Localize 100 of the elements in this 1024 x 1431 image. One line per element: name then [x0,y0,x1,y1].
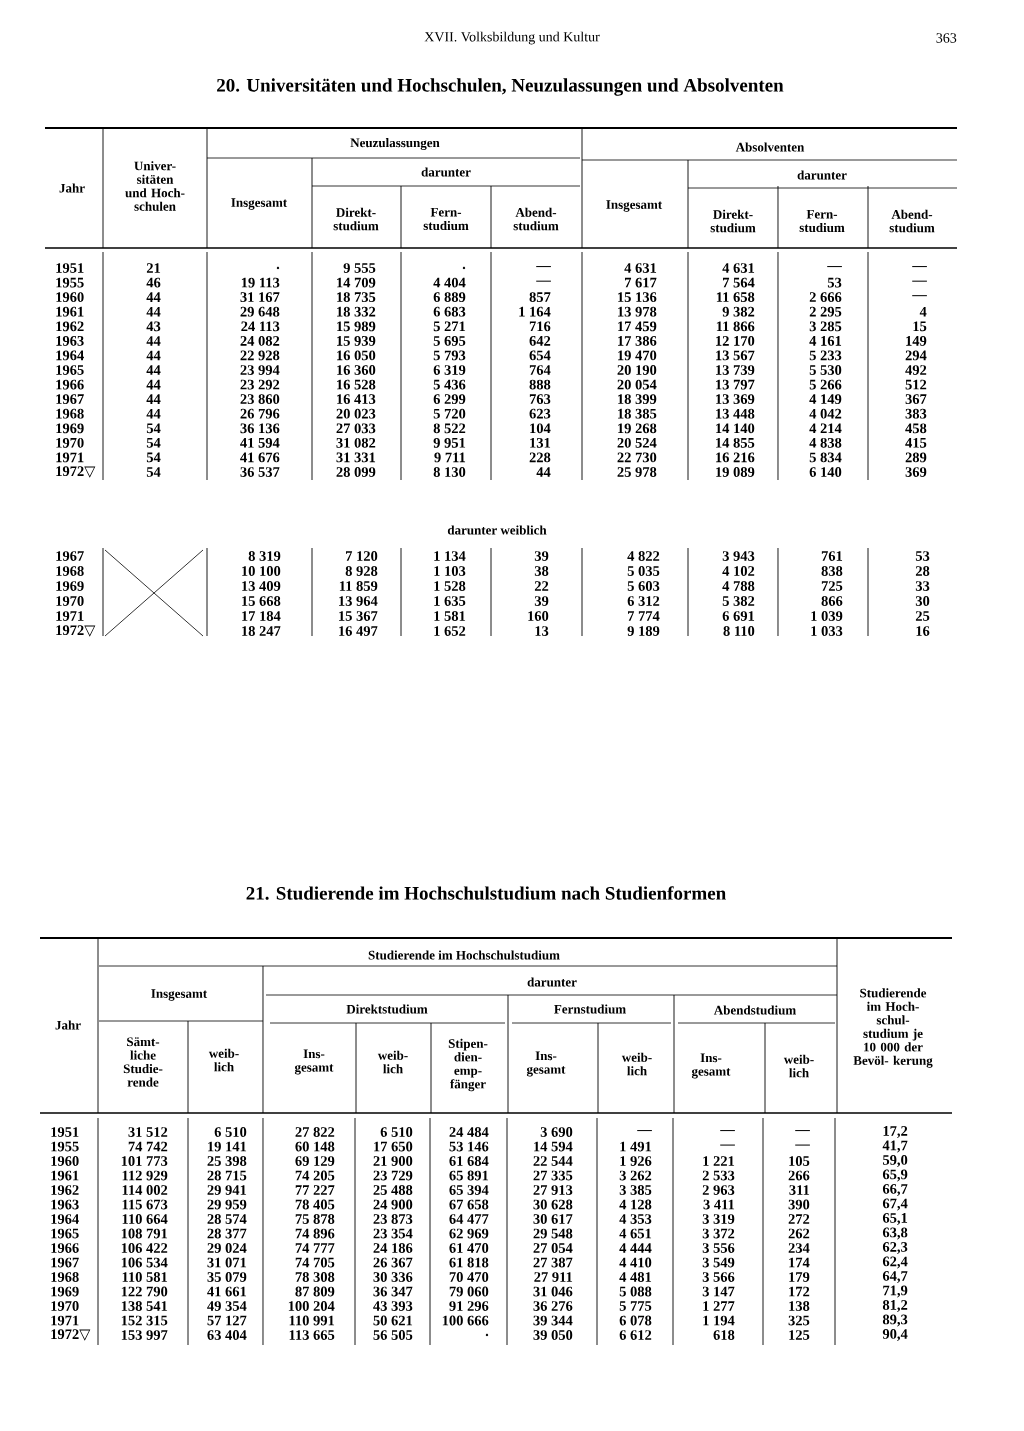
table-cell: 31 082 [336,437,376,448]
table-cell: 6 612 [619,1330,652,1340]
table-cell: 3 556 [702,1243,735,1253]
column-header: Ins- gesamt [691,1053,731,1079]
table-cell: 29 941 [207,1185,247,1195]
table-cell: 30 628 [533,1199,573,1210]
table-cell: 8 928 [345,566,378,576]
table-cell: 7 120 [346,551,378,561]
table-cell: 8 110 [723,626,755,636]
table-cell: 44 [146,350,161,361]
column-header: Jahr [55,1020,81,1030]
table-cell: 5 603 [627,581,660,591]
table-cell: 26 796 [240,408,280,419]
table-cell: 2 666 [809,292,842,302]
table-cell: 8 130 [433,467,466,477]
table-cell: 24 484 [449,1127,489,1137]
table-cell: 289 [905,452,927,463]
row-header: 1967 [56,551,84,561]
table-cell: 29 648 [240,306,280,317]
table-cell: 5 695 [433,336,466,346]
table-cell: 17 459 [618,321,657,332]
table-cell: 6 299 [433,394,466,404]
table-cell: 9 711 [434,452,466,463]
table-cell: 25 [915,611,930,621]
table-cell: 17 386 [618,336,657,346]
table-cell: 27 822 [295,1127,335,1137]
column-header: Insgesamt [151,989,208,1001]
table-cell: 64 477 [449,1214,489,1224]
row-header: 1968 [51,1272,79,1282]
table-cell: 70 470 [449,1272,489,1282]
table-cell: 53 [827,277,842,288]
table-cell: 4 128 [619,1199,652,1210]
table-cell: 28 377 [207,1228,247,1239]
table-cell: 89,3 [882,1314,908,1327]
row-header: 1963 [56,336,84,346]
row-header: 1961 [51,1170,79,1181]
column-header: weib- lich [208,1048,239,1072]
table-cell: — [720,1130,735,1132]
table-cell: 11 859 [339,581,378,591]
table-cell: 11 866 [716,321,755,332]
table-cell: 4 651 [619,1228,652,1239]
table-cell: 20 190 [617,365,657,375]
table-cell: — [720,1144,735,1146]
table-cell: 6 510 [380,1127,413,1137]
table-cell: 6 078 [619,1315,652,1326]
column-header: weib- lich [783,1054,814,1078]
table-cell: 61 470 [449,1243,489,1253]
table-cell: 14 855 [716,437,755,448]
table-cell: — [912,295,927,297]
table-cell: 6 683 [433,306,466,317]
table-cell: 54 [146,467,161,477]
table-cell: 23 873 [373,1214,413,1224]
table-cell: 266 [788,1170,810,1181]
table-cell: 4 631 [624,263,657,273]
table-cell: 44 [146,306,161,317]
table-cell: 44 [536,467,551,477]
table-cell: 4 410 [619,1257,652,1268]
table-cell: 106 534 [121,1257,168,1268]
table-cell: 36 276 [533,1301,573,1311]
table-cell: 6 889 [433,292,466,302]
table-cell: 33 [915,581,930,591]
column-header: Direkt- studium [710,209,756,233]
column-header: darunter [527,977,577,987]
row-header: 1960 [51,1156,79,1166]
table-cell: 78 308 [295,1272,335,1282]
table-cell: 28 099 [336,467,376,477]
table-cell: 106 422 [121,1243,168,1253]
table-cell: 23 860 [240,394,280,404]
table-cell: 6 510 [214,1127,247,1137]
table-cell: 13 797 [716,379,755,390]
table-cell: 5 382 [722,596,755,606]
table-cell: 4 149 [809,394,842,404]
table-cell: 13 [535,626,549,636]
table-cell: — [912,280,927,282]
row-header: 1963 [51,1199,79,1210]
column-header: Ins- gesamt [294,1049,334,1075]
table-cell: 294 [905,350,927,361]
table-cell: 1 194 [703,1315,735,1326]
table-cell: 20 023 [336,408,376,419]
table-cell: 29 548 [533,1228,573,1239]
table-cell: 857 [529,292,551,302]
row-header: 1955 [56,277,84,288]
table-cell: 112 929 [122,1170,168,1181]
section-label: darunter weiblich [447,525,547,535]
table-cell: 36 136 [240,423,280,434]
table-cell: 838 [821,566,843,576]
table-cell: 69 129 [295,1156,335,1166]
table-cell: 39 [534,596,549,606]
table-cell: 160 [528,611,549,621]
table-cell: 1 528 [434,581,466,591]
table-cell: 35 079 [207,1272,247,1282]
column-header: darunter [421,167,471,177]
table-cell: 39 [534,551,549,561]
row-header: 1965 [56,365,84,375]
table-cell: 21 900 [373,1156,413,1166]
table-cell: 369 [905,467,927,477]
table-title: 21. Studierende im Hochschulstudium nach Studienformen [246,886,726,900]
row-header: 1965 [51,1228,79,1239]
table-cell: 888 [529,379,551,390]
table-cell: — [536,280,551,282]
